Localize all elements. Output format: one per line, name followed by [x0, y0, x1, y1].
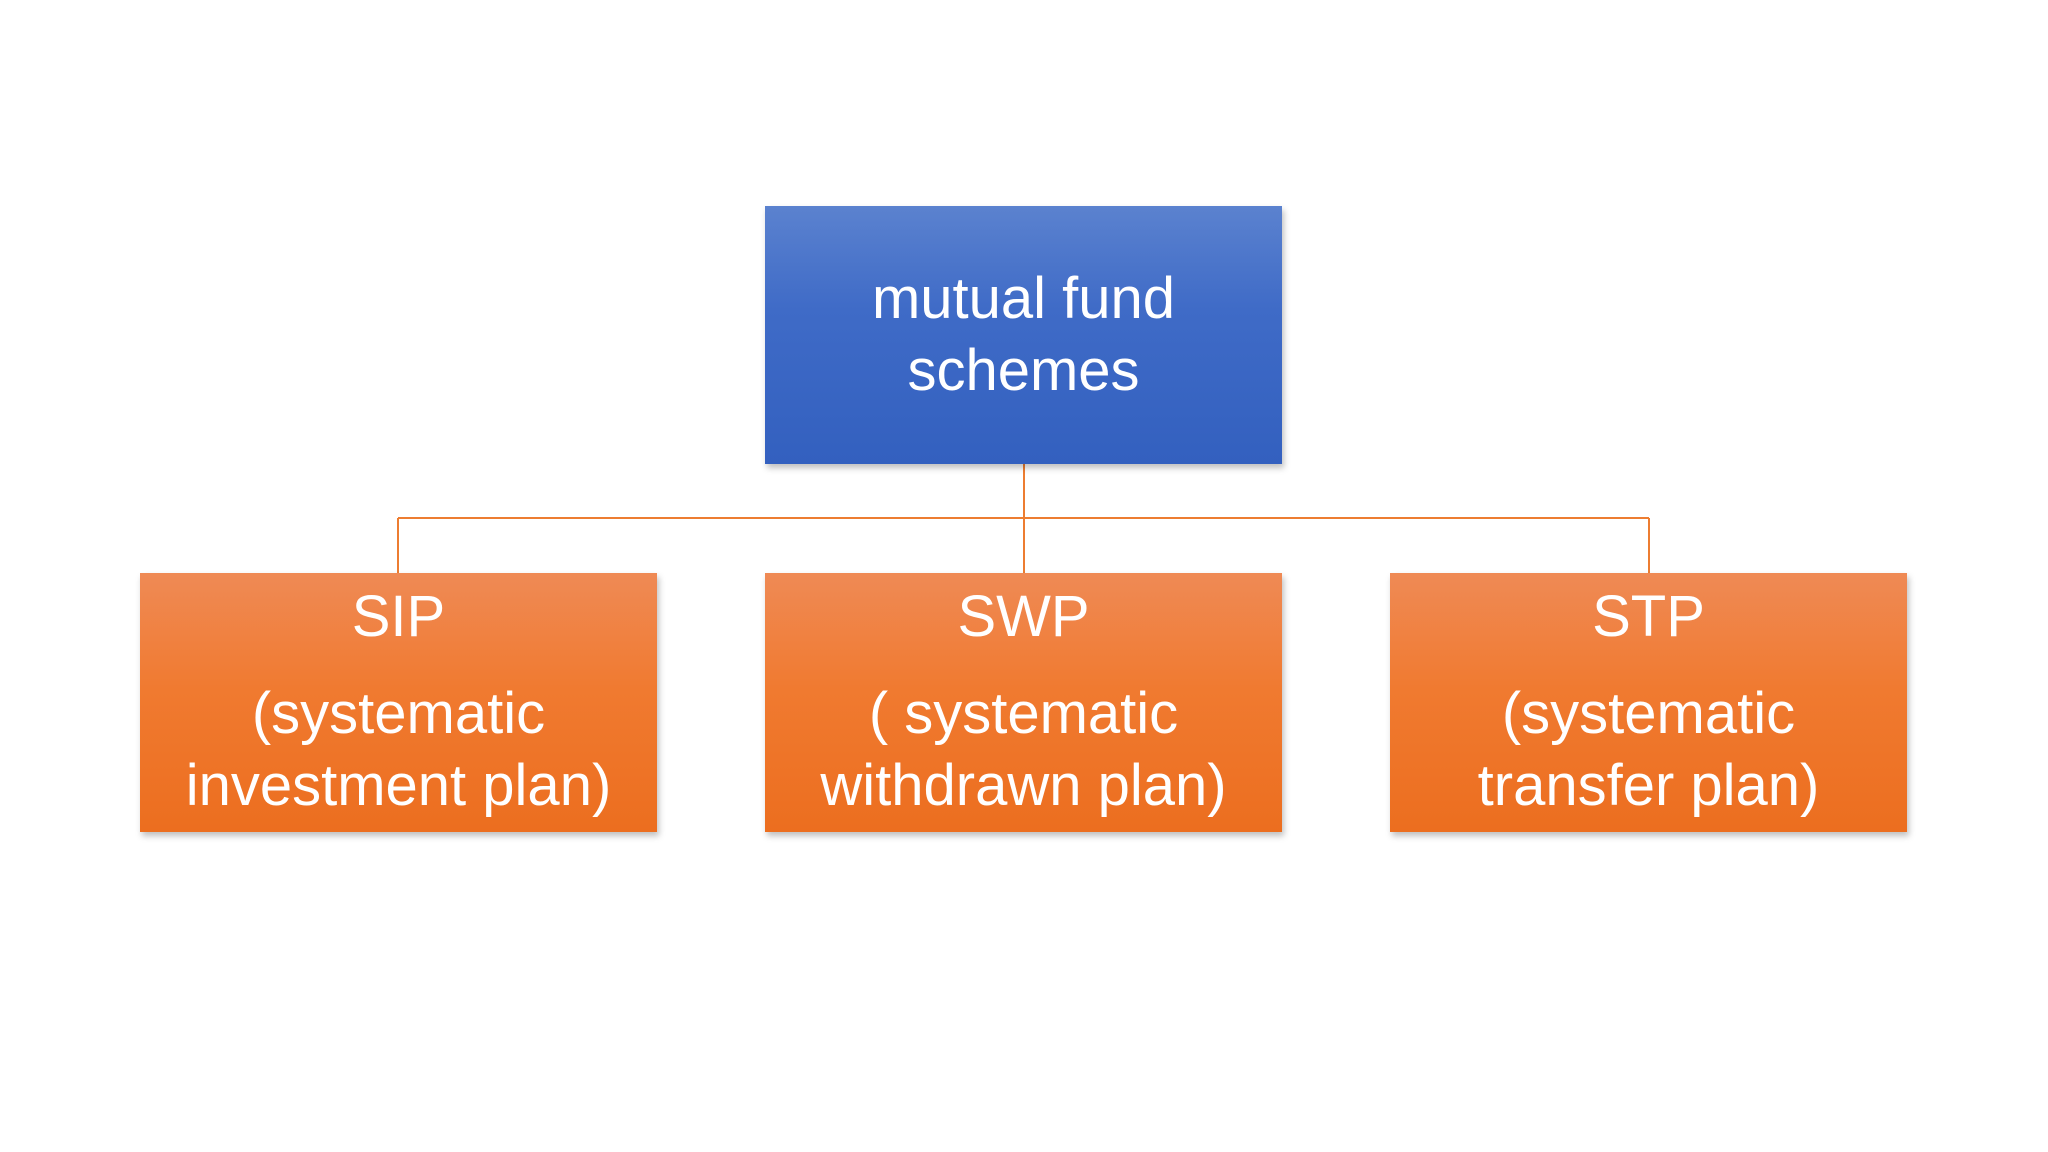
child-node-description: (systematic investment plan) [140, 678, 657, 822]
child-node-title: STP [1592, 584, 1705, 649]
child-node-sip: SIP (systematic investment plan) [140, 573, 657, 832]
child-node-description-line: transfer plan) [1477, 753, 1820, 818]
child-node-swp: SWP ( systematic withdrawn plan) [765, 573, 1282, 832]
root-node-label-line-2: schemes [907, 338, 1140, 403]
child-node-description-line: withdrawn plan) [820, 753, 1227, 818]
child-node-description: ( systematic withdrawn plan) [765, 678, 1282, 822]
child-node-description-line: ( systematic [868, 681, 1179, 746]
child-node-description-line: (systematic [1501, 681, 1796, 746]
child-node-title: SIP [351, 584, 446, 649]
child-node-description-line: investment plan) [185, 753, 612, 818]
root-node-label-line-1: mutual fund [871, 266, 1176, 331]
child-node-title: SWP [957, 584, 1090, 649]
root-node-mutual-fund-schemes: mutual fund schemes [765, 206, 1282, 464]
child-node-stp: STP (systematic transfer plan) [1390, 573, 1907, 832]
child-node-description: (systematic transfer plan) [1390, 678, 1907, 822]
child-node-description-line: (systematic [251, 681, 546, 746]
